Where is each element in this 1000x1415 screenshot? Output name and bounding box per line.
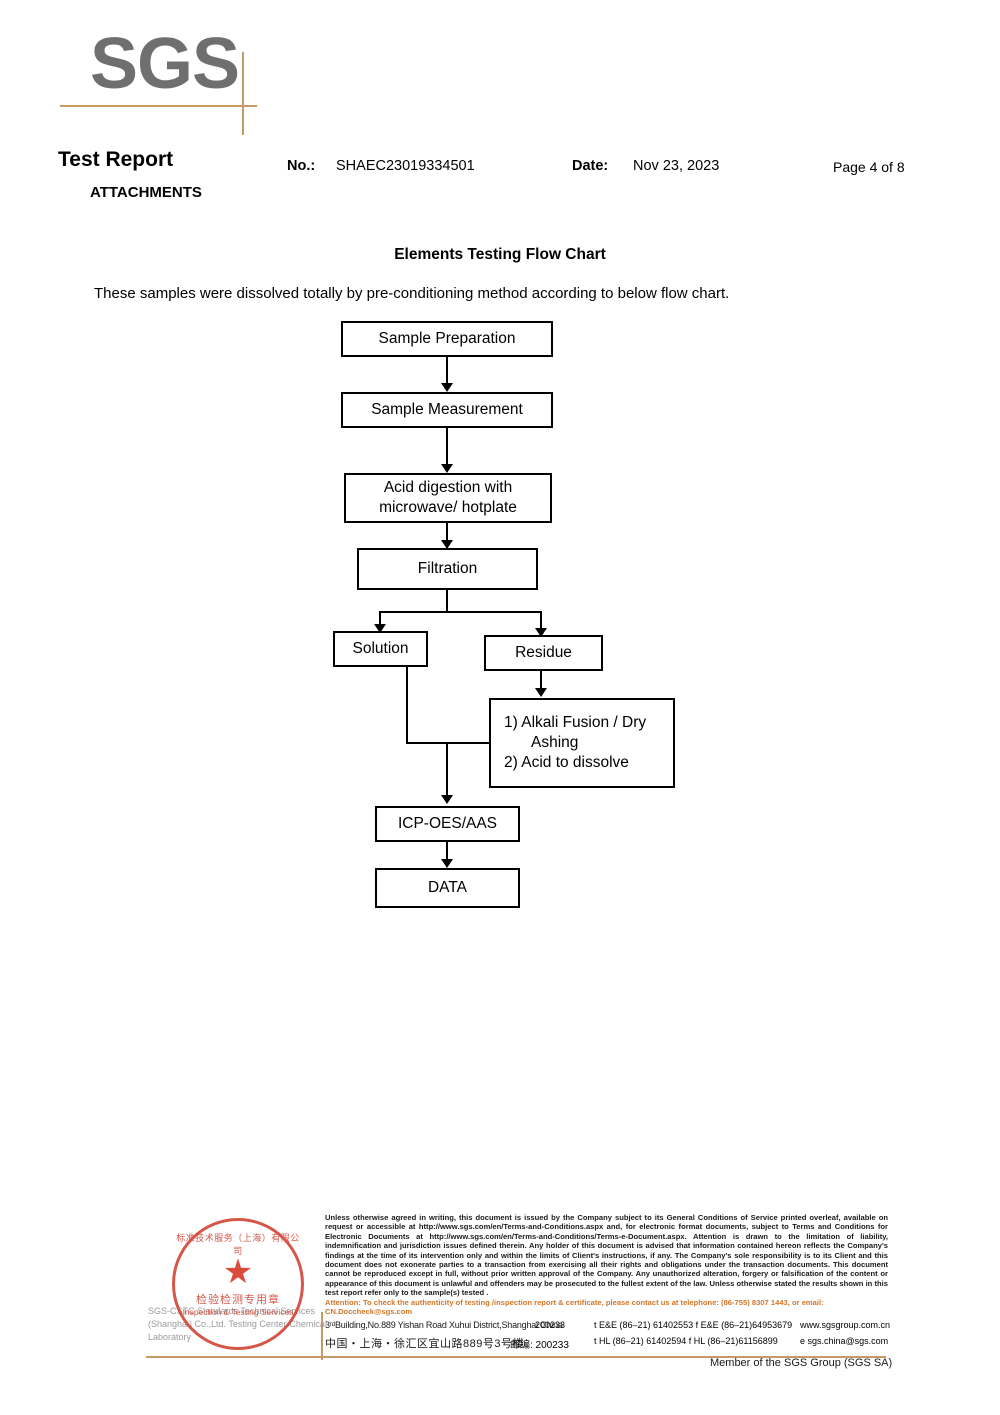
arrow-measure-to-digestion [441,464,453,473]
elements-testing-flow-chart: Sample Preparation Sample Measurement Ac… [333,321,675,908]
sgs-logo: SGS [60,22,280,135]
page-title: Test Report [58,148,174,171]
page-subtitle: ATTACHMENTS [90,184,202,201]
connector-residue-to-alkali [540,671,542,690]
star-icon: ★ [222,1253,254,1291]
logo-wordmark: SGS [90,24,240,104]
zip-english: 200233 [535,1320,566,1330]
contact-line-2: t HL (86–21) 61402594 f HL (86–21)611568… [594,1336,778,1346]
connector-filtration-to-residue [540,611,542,633]
flow-node-alkali-fusion-line1: 1) Alkali Fusion / Dry [504,714,647,731]
flow-node-solution: Solution [333,631,428,667]
address-english: 3ʳᵈBuilding,No.889 Yishan Road Xuhui Dis… [325,1320,563,1330]
flow-node-sample-measurement-label: Sample Measurement [371,401,523,418]
report-date-value: Nov 23, 2023 [633,158,720,174]
connector-solution-down [406,667,408,744]
arrow-icp-to-data [441,859,453,868]
flow-node-residue: Residue [484,635,603,671]
connector-prep-to-measure [446,357,448,386]
logo-vertical-rule [242,52,244,135]
zip-chinese: 邮编: 200233 [510,1340,569,1351]
flow-node-icp-oes-aas: ICP-OES/AAS [375,806,520,842]
connector-filtration-split-horizontal [379,611,542,613]
flow-node-data: DATA [375,868,520,908]
legal-fine-print: Unless otherwise agreed in writing, this… [325,1213,888,1298]
logo-horizontal-rule [60,105,257,107]
attention-notice: Attention: To check the authenticity of … [325,1298,824,1317]
intro-paragraph: These samples were dissolved totally by … [94,285,730,302]
website-url: www.sgsgroup.com.cn [800,1320,891,1330]
stamp-english-text: Inspection & Testing Services [182,1307,294,1317]
connector-merge-to-icp [446,742,448,799]
arrow-filtration-to-residue [535,628,547,637]
arrow-filtration-to-solution [374,624,386,633]
arrow-merge-to-icp [441,795,453,804]
flow-node-solution-label: Solution [352,640,409,657]
footer-vertical-rule [321,1312,323,1360]
flow-node-sample-preparation-label: Sample Preparation [378,330,516,347]
flow-node-sample-measurement: Sample Measurement [341,392,553,428]
arrow-residue-to-alkali [535,688,547,697]
flow-chart-title: Elements Testing Flow Chart [394,246,606,263]
flow-node-filtration: Filtration [357,548,538,590]
connector-filtration-stem [446,590,448,613]
arrow-prep-to-measure [441,383,453,392]
report-no-label: No.: [287,158,316,174]
connector-merge-horizontal [406,742,491,744]
connector-digestion-to-filtration [446,523,448,547]
address-chinese: 中国・上海・徐汇区宜山路889号3号楼 [325,1338,524,1350]
report-date-label: Date: [572,158,609,174]
connector-filtration-to-solution [379,611,381,629]
flow-node-acid-digestion: Acid digestion with microwave/ hotplate [344,473,552,523]
member-notice: Member of the SGS Group (SGS SA) [710,1357,893,1369]
inspection-stamp: 标准技术服务（上海）有限公司 ★ 检验检测专用章 Inspection & Te… [172,1218,304,1350]
connector-measure-to-digestion [446,428,448,470]
report-no-value: SHAEC23019334501 [336,158,475,174]
arrow-digestion-to-filtration [441,540,453,549]
connector-icp-to-data [446,842,448,866]
stamp-chinese-text: 检验检测专用章 [196,1294,280,1306]
page-number: Page 4 of 8 [833,159,905,175]
flow-node-filtration-label: Filtration [417,560,478,577]
email-address: e sgs.china@sgs.com [800,1336,889,1346]
flow-node-residue-label: Residue [515,644,572,661]
flow-node-icp-oes-aas-label: ICP-OES/AAS [397,815,498,832]
flow-node-alkali-fusion: 1) Alkali Fusion / Dry Ashing 2) Acid to… [489,698,675,788]
stamp-arc-text: 标准技术服务（上海）有限公司 [176,1233,300,1256]
footer-horizontal-rule [146,1356,886,1358]
flow-node-data-label: DATA [427,879,468,896]
flow-node-acid-digestion-line2: microwave/ hotplate [379,499,517,516]
contact-line-1: t E&E (86–21) 61402553 f E&E (86–21)6495… [594,1320,793,1330]
flow-node-alkali-fusion-line3: 2) Acid to dissolve [504,754,629,771]
flow-node-sample-preparation: Sample Preparation [341,321,553,357]
flow-node-alkali-fusion-line2: Ashing [531,734,579,751]
flow-node-acid-digestion-line1: Acid digestion with [383,479,513,496]
